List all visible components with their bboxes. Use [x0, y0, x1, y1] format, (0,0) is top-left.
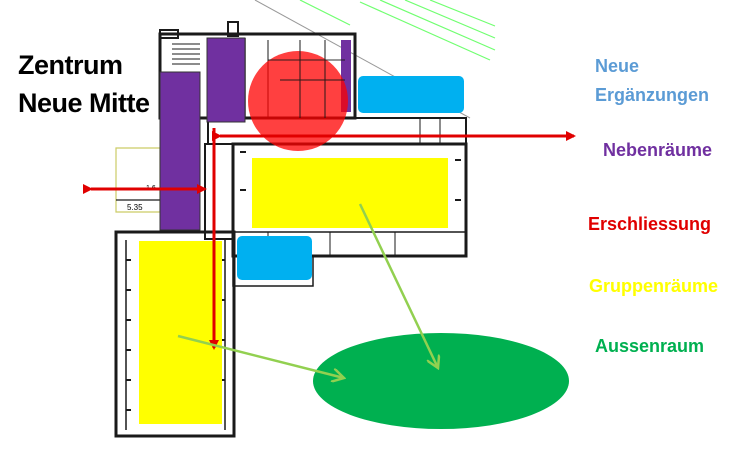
gruppenraum-west — [139, 241, 222, 424]
legend-neue-line2: Ergänzungen — [595, 85, 710, 105]
title-line-2: Neue Mitte — [18, 88, 150, 118]
erschliessung-circle — [248, 51, 348, 151]
nebenraum-east — [341, 40, 351, 112]
gruppenraum-east — [252, 158, 448, 228]
legend-nebenraeume: Nebenräume — [603, 140, 713, 160]
core-room-lines — [268, 40, 345, 118]
legend-gruppenraeume: Gruppenräume — [589, 276, 719, 296]
nebenraum-west — [159, 71, 201, 231]
legend-aussenraum: Aussenraum — [595, 336, 705, 356]
legend-neue-line1: Neue — [595, 56, 640, 76]
neue-ergaenzung-north — [358, 76, 464, 113]
nebenraum-north — [206, 37, 246, 123]
dimension-label-b: 5.35 — [127, 203, 143, 212]
title-line-1: Zentrum — [18, 50, 123, 80]
legend-erschliessung: Erschliessung — [588, 214, 712, 234]
site-hatch-lines — [299, 0, 496, 61]
neue-ergaenzung-south — [237, 236, 312, 280]
flow-arrows — [177, 203, 438, 378]
erschliessung-arrows — [83, 128, 576, 350]
aussenraum-ellipse — [313, 333, 569, 429]
dimension-box: 1.6 5.35 — [115, 147, 161, 213]
